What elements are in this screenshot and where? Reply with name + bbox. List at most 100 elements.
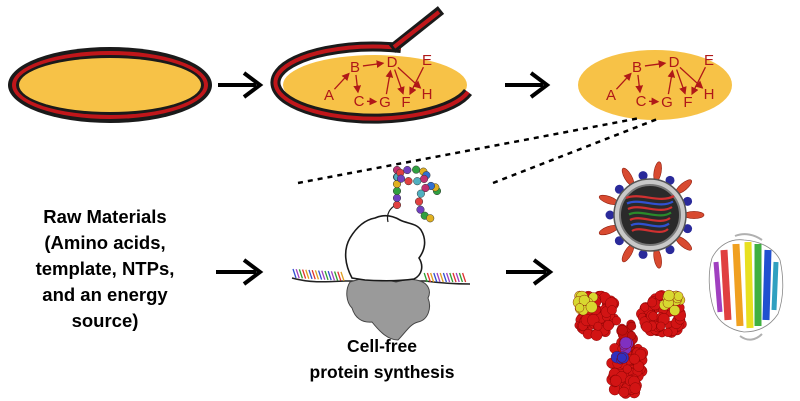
mrna-base bbox=[445, 272, 451, 283]
virus-genome-strand bbox=[630, 222, 670, 228]
peptide-bead bbox=[392, 193, 402, 203]
pathway-arrow bbox=[691, 66, 707, 96]
mrna-base bbox=[330, 271, 336, 281]
mrna-bases bbox=[292, 268, 467, 283]
pathway-label-h: H bbox=[422, 86, 433, 103]
intact-cell bbox=[8, 47, 212, 123]
pathway-arrow bbox=[333, 72, 350, 90]
mrna-base bbox=[426, 272, 432, 283]
mrna-base bbox=[449, 272, 454, 283]
pathway-arrow bbox=[615, 72, 632, 90]
mrna-base bbox=[317, 270, 323, 280]
pathway-label-d: D bbox=[387, 54, 398, 71]
peptide-bead bbox=[396, 174, 406, 183]
ribosome-with-peptide bbox=[291, 165, 471, 341]
virus-knob bbox=[614, 184, 624, 194]
antibody-atom bbox=[629, 382, 641, 394]
virus-knob bbox=[638, 249, 648, 259]
mrna-base bbox=[461, 272, 467, 283]
arrow-to-products bbox=[506, 258, 554, 286]
virus-genome-strand bbox=[626, 200, 674, 206]
mrna-base bbox=[333, 271, 339, 281]
antibody-atom bbox=[585, 301, 598, 313]
pathway-arrow bbox=[397, 66, 422, 89]
antibody-atom bbox=[617, 325, 628, 336]
peptide-bead bbox=[404, 177, 413, 186]
pathway-label-h: H bbox=[704, 86, 715, 103]
cell-free-caption: Cell-free protein synthesis bbox=[310, 336, 455, 382]
mrna-base bbox=[301, 269, 307, 279]
antibody-atom bbox=[575, 303, 585, 313]
virus-genome-strand bbox=[631, 228, 669, 233]
pathway-label-a: A bbox=[324, 87, 334, 104]
pathway-arrow bbox=[394, 69, 405, 95]
virus-genome-strand bbox=[627, 206, 673, 211]
antibody-atom bbox=[590, 329, 603, 341]
arrow-extract bbox=[505, 71, 551, 99]
pathway-label-g: G bbox=[661, 94, 673, 111]
beta-barrel-protein bbox=[708, 233, 784, 341]
peptide-bead bbox=[403, 165, 412, 175]
pathway-label-f: F bbox=[683, 94, 692, 111]
pathway-arrow bbox=[667, 69, 676, 95]
pathway-label-e: E bbox=[704, 52, 714, 69]
virus-genome-strand bbox=[629, 217, 671, 222]
raw-line-5: source) bbox=[72, 310, 139, 331]
antibody-atom bbox=[656, 321, 666, 331]
mrna-base bbox=[298, 269, 304, 279]
peptide-bead bbox=[421, 183, 430, 193]
cell-extract bbox=[578, 50, 732, 120]
mrna-base bbox=[321, 270, 326, 280]
antibody-atom bbox=[618, 386, 630, 398]
mrna-base bbox=[337, 271, 342, 281]
mrna-base bbox=[295, 268, 300, 279]
antibody-atom bbox=[617, 352, 627, 363]
pathway-arrow bbox=[676, 69, 687, 95]
ribosome-large-subunit bbox=[344, 215, 426, 282]
pathway-label-a: A bbox=[606, 87, 616, 104]
virus-knob bbox=[605, 210, 615, 220]
pathway-label-d: D bbox=[669, 54, 680, 71]
pathway-arrow bbox=[385, 69, 394, 95]
mrna-base bbox=[436, 272, 441, 283]
pathway-label-e: E bbox=[422, 52, 432, 69]
ribosome-small-subunit bbox=[346, 277, 431, 341]
antibody-atom bbox=[627, 321, 637, 331]
mrna-base bbox=[308, 269, 313, 280]
caption-line-2: protein synthesis bbox=[310, 362, 455, 382]
raw-line-3: template, NTPs, bbox=[36, 258, 175, 279]
antibody bbox=[572, 289, 687, 399]
lysed-cell bbox=[270, 6, 473, 124]
virus-particle bbox=[598, 161, 705, 269]
raw-materials-text: Raw Materials (Amino acids, template, NT… bbox=[36, 206, 175, 331]
antibody-atom bbox=[663, 289, 675, 302]
pathway-arrow bbox=[679, 66, 704, 89]
antibody-atom bbox=[607, 305, 617, 315]
antibody-atom bbox=[593, 321, 603, 331]
mrna-base bbox=[455, 272, 460, 283]
mrna-base bbox=[433, 272, 438, 283]
pathway-arrow bbox=[635, 74, 644, 94]
peptide-bead bbox=[392, 200, 402, 210]
pathway-label-c: C bbox=[354, 93, 365, 110]
peptide-bead bbox=[416, 205, 425, 214]
pathway-label-g: G bbox=[379, 94, 391, 111]
virus-knob bbox=[683, 224, 693, 234]
pathway-arrow bbox=[353, 74, 362, 94]
raw-line-2: (Amino acids, bbox=[44, 232, 165, 253]
mrna-base bbox=[458, 272, 464, 283]
virus-knob bbox=[638, 171, 648, 181]
antibody-atom bbox=[629, 353, 640, 365]
mrna-base bbox=[314, 270, 320, 280]
pathway-arrow bbox=[644, 60, 667, 68]
virus-knob bbox=[614, 236, 624, 246]
peptide-bead bbox=[414, 197, 424, 206]
antibody-atom bbox=[641, 321, 653, 333]
antibody-atom bbox=[673, 291, 684, 301]
antibody-atom bbox=[611, 316, 622, 326]
antibody-atom bbox=[669, 305, 681, 316]
pathway-arrow bbox=[409, 66, 425, 96]
